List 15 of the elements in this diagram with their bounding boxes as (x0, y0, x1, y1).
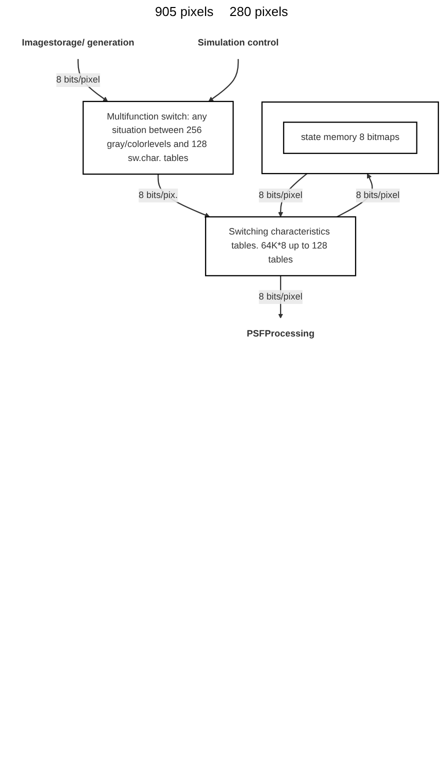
edge-label: 8 bits/pixel (258, 292, 302, 302)
node-box: state memory 8 bitmaps (283, 122, 418, 154)
arrow (208, 58, 239, 102)
node-box: Switching characteristics tables. 64K*8 up to 128 tables (205, 216, 356, 276)
node-text: Imagestorage/ generation (22, 38, 134, 48)
edge-label: 8 bits/pixel (356, 190, 400, 200)
edge-label: 8 bits/pix. (138, 190, 178, 200)
node-text: PSFProcessing (246, 328, 314, 339)
edge-label: 8 bits/pixel (56, 74, 100, 85)
node-box: Multifunction switch: any situation between 256 gray/colorlevels and 128 sw.char. tables (82, 100, 234, 175)
node-text: Simulation control (198, 38, 279, 48)
edge-label: 8 bits/pixel (258, 190, 302, 200)
cluster (261, 101, 439, 174)
dimension-label: 905 pixels (154, 4, 214, 19)
dimension-label: 280 pixels (230, 4, 288, 19)
